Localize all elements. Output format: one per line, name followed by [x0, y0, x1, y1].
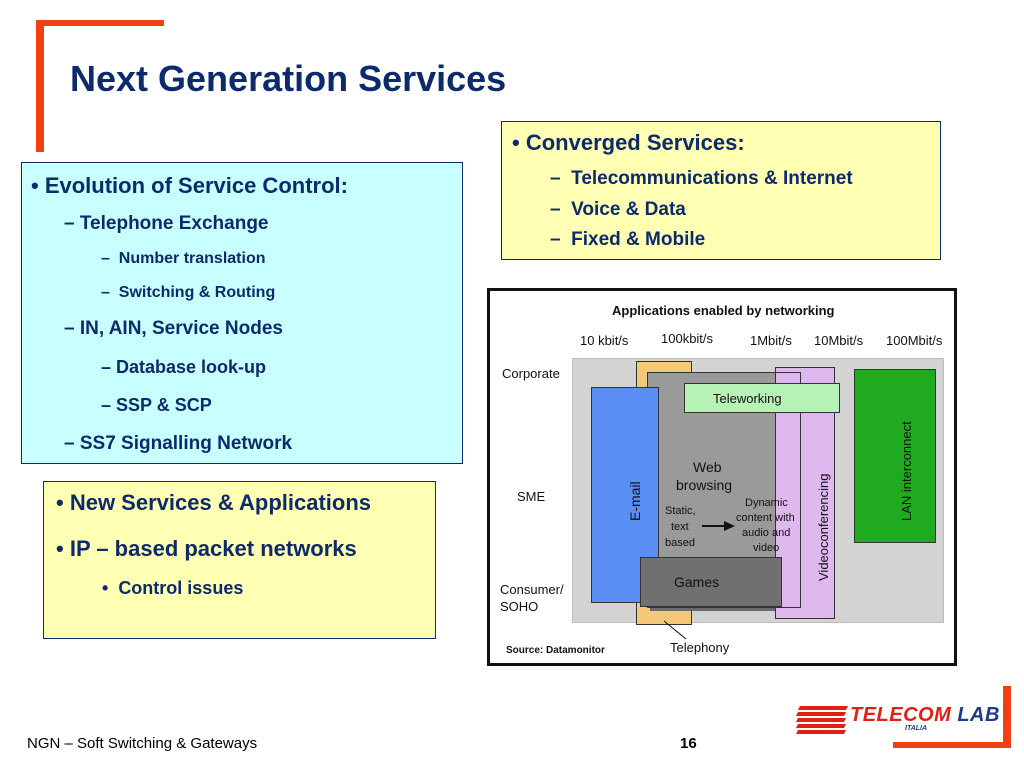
logo-wordmark: TELECOM LAB — [850, 704, 1000, 726]
email-label: E-mail — [627, 481, 643, 521]
rate-label: 100kbit/s — [661, 331, 714, 346]
rate-label: 1Mbit/s — [750, 333, 792, 348]
evolution-subitem: – Database look-up — [101, 357, 267, 377]
new-services-subitem: • Control issues — [102, 578, 244, 598]
dynamic-label: Dynamic — [745, 497, 788, 509]
slide-title: Next Generation Services — [70, 58, 507, 99]
networking-figure: Applications enabled by networking 10 kb… — [487, 288, 957, 666]
games-label: Games — [674, 574, 720, 590]
telephony-label: Telephony — [670, 640, 730, 655]
static-label: Static, — [665, 505, 696, 517]
page-number: 16 — [680, 735, 697, 752]
static-label: text — [671, 521, 689, 533]
footer-title: NGN – Soft Switching & Gateways — [27, 735, 258, 752]
static-label: based — [665, 537, 695, 549]
new-services-box: • New Services & Applications • IP – bas… — [43, 481, 436, 639]
web-label: Web — [693, 459, 722, 475]
arrow-icon — [702, 521, 735, 531]
evolution-subitem: – Number translation — [101, 250, 266, 267]
segment-label: Corporate — [502, 366, 560, 381]
converged-item: – Fixed & Mobile — [550, 229, 706, 250]
rate-label: 100Mbit/s — [886, 333, 943, 348]
frame-bracket-left — [36, 20, 44, 152]
evolution-box: • Evolution of Service Control: – Teleph… — [21, 162, 463, 464]
frame-bracket-top — [36, 20, 164, 26]
evolution-item: – SS7 Signalling Network — [64, 433, 293, 454]
new-services-item: • New Services & Applications — [56, 490, 372, 515]
figure-title: Applications enabled by networking — [612, 303, 835, 318]
teleworking-label: Teleworking — [713, 391, 782, 406]
segment-label: SME — [517, 489, 546, 504]
rate-label: 10 kbit/s — [580, 333, 629, 348]
lan-interconnect-block — [854, 369, 936, 543]
lan-label: LAN interconnect — [899, 421, 914, 521]
logo-subtext: ITALIA — [905, 725, 928, 732]
figure-source: Source: Datamonitor — [506, 645, 605, 656]
evolution-item: – IN, AIN, Service Nodes — [64, 318, 283, 339]
segment-label: SOHO — [500, 599, 539, 614]
evolution-item: – Telephone Exchange — [64, 213, 269, 234]
segment-label: Consumer/ — [500, 582, 564, 597]
new-services-item: • IP – based packet networks — [56, 536, 357, 561]
dynamic-label: content with — [736, 512, 795, 524]
evolution-heading: • Evolution of Service Control: — [31, 173, 348, 198]
teleworking-block — [684, 383, 840, 413]
games-block — [640, 557, 782, 607]
telephony-pointer-line — [663, 620, 687, 640]
evolution-subitem: – Switching & Routing — [101, 284, 276, 301]
frame-bracket-right — [1003, 686, 1011, 748]
converged-item: – Voice & Data — [550, 199, 686, 220]
dynamic-label: video — [753, 542, 780, 554]
videoconferencing-label: Videoconferencing — [816, 473, 831, 581]
converged-heading: • Converged Services: — [512, 130, 745, 155]
converged-services-box: • Converged Services: – Telecommunicatio… — [501, 121, 941, 260]
telecom-logo-icon — [796, 706, 848, 734]
web-label: browsing — [676, 477, 733, 493]
dynamic-label: audio and — [742, 527, 791, 539]
rate-label: 10Mbit/s — [814, 333, 864, 348]
frame-bracket-bottom — [893, 742, 1011, 748]
converged-item: – Telecommunications & Internet — [550, 168, 853, 189]
evolution-subitem: – SSP & SCP — [101, 395, 212, 415]
